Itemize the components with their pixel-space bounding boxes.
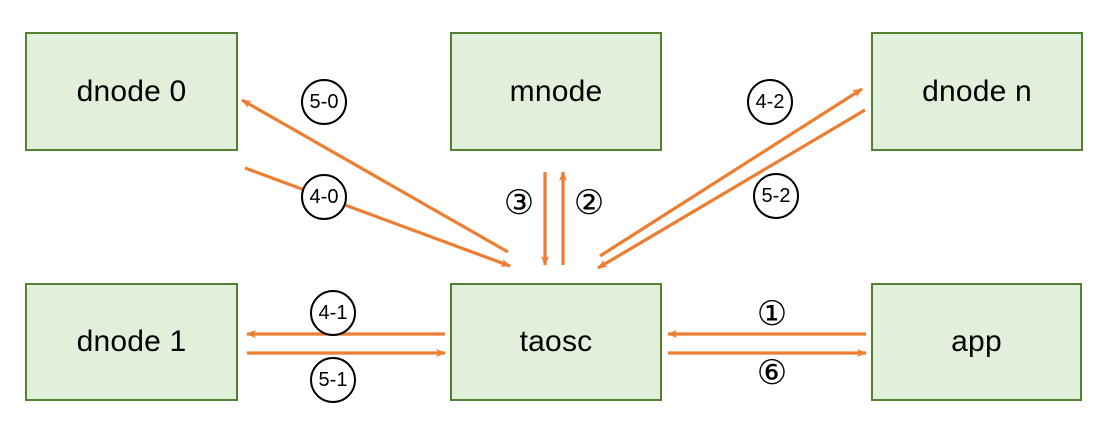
edge-e40 <box>244 166 511 268</box>
edge-badge-e52: 5-2 <box>753 173 799 219</box>
node-label-dnoden: dnode n <box>922 74 1032 108</box>
edge-badge-e51: 5-1 <box>310 357 356 403</box>
edge-badge-e42: 4-2 <box>747 79 793 125</box>
edge-badge-e3: ③ <box>503 184 535 222</box>
node-label-taosc: taosc <box>519 325 593 358</box>
node-dnode1[interactable]: dnode 1 <box>25 283 238 401</box>
edge-badge-e1: ① <box>756 295 788 333</box>
node-dnoden[interactable]: dnode n <box>871 32 1083 151</box>
node-app[interactable]: app <box>871 283 1082 401</box>
node-label-dnode0: dnode 0 <box>76 74 187 108</box>
node-taosc[interactable]: taosc <box>450 283 662 401</box>
node-label-app: app <box>951 325 1002 358</box>
edge-badge-e41: 4-1 <box>310 290 356 336</box>
node-dnode0[interactable]: dnode 0 <box>25 32 238 151</box>
node-label-dnode1: dnode 1 <box>76 325 187 358</box>
node-mnode[interactable]: mnode <box>450 32 662 151</box>
edge-badge-e50: 5-0 <box>301 79 347 125</box>
edge-badge-e6: ⑥ <box>756 354 788 392</box>
edge-badge-e2: ② <box>573 184 605 222</box>
node-label-mnode: mnode <box>509 74 603 108</box>
edge-badge-e40: 4-0 <box>301 174 347 220</box>
